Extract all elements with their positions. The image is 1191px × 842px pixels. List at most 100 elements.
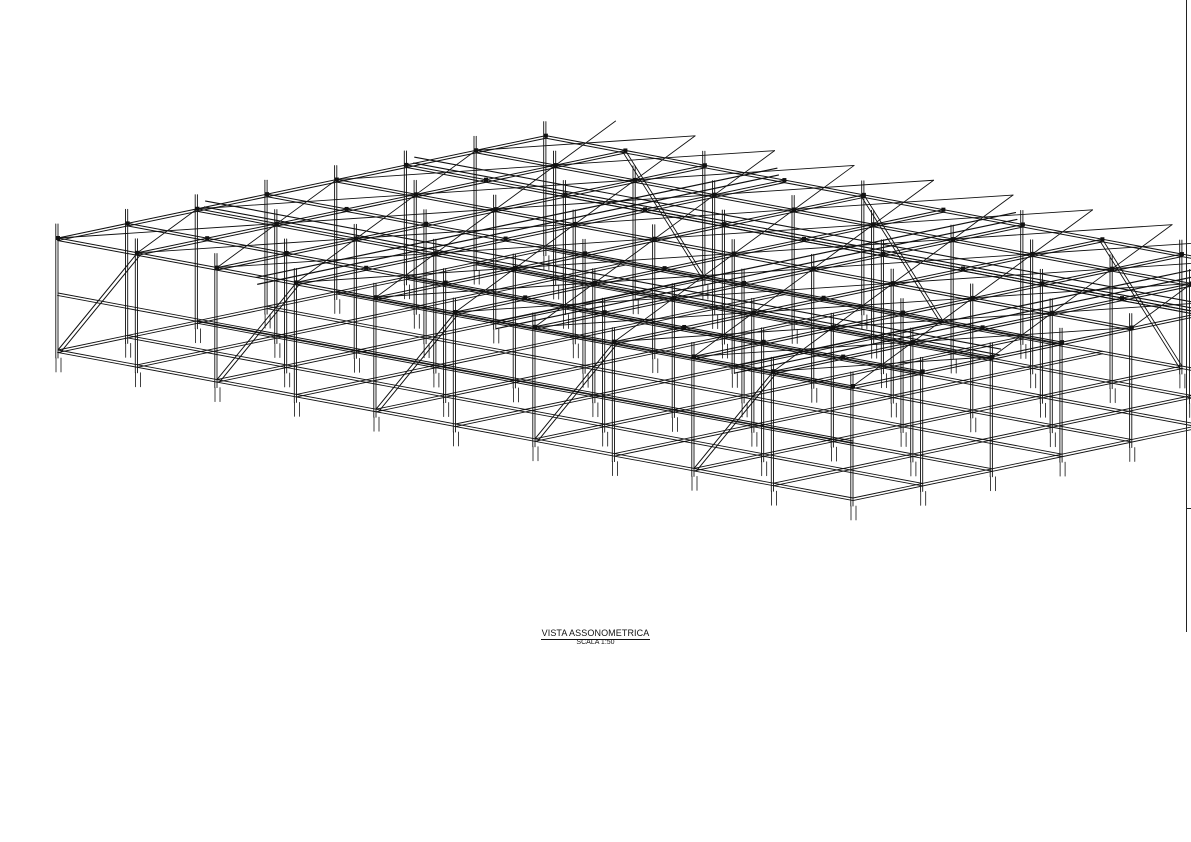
frame-member [216,281,297,381]
joint-plate [732,251,737,256]
frame-member [734,276,1191,374]
frame-member [714,150,776,196]
joint-plate [374,295,378,300]
frame-member [57,295,853,444]
joint-plate [841,354,846,359]
joint-plate [354,236,359,241]
joint-plate [970,295,975,300]
joint-plate [861,192,866,197]
frame-member [494,211,1017,323]
frame-member [376,308,865,413]
joint-plate [414,192,419,197]
joint-plate [344,206,349,211]
frame-member [57,352,853,501]
frame-member [217,167,706,271]
frame-member [1111,263,1191,270]
joint-plate [1179,252,1184,257]
joint-plate [811,266,816,271]
joint-plate [602,310,607,315]
frame-member [773,397,1191,487]
frame-member [378,313,459,412]
frame-member [57,239,854,389]
joint-plate [990,354,995,359]
joint-plate [195,206,200,211]
joint-plate [274,221,279,226]
joint-plate [851,384,855,388]
frame-member [57,292,854,442]
joint-plate [433,251,438,256]
joint-plate [633,177,638,182]
joint-plate [215,265,219,270]
frame-member [376,196,865,301]
joint-plate [821,295,826,300]
frame-member [137,262,626,366]
joint-plate [1120,296,1124,301]
joint-plate [443,280,448,285]
frame-member [296,237,357,283]
joint-plate [484,177,488,182]
frame-member [873,179,935,225]
sheet-border-right [1186,0,1187,632]
frame-member [693,253,1183,357]
frame-member [614,297,675,343]
frame-member [217,279,706,383]
joint-plate [523,295,528,300]
frame-member [296,182,786,286]
frame-member [614,353,1104,457]
joint-plate [692,354,696,359]
joint-plate [722,222,727,227]
frame-member [60,254,141,353]
frame-member [793,164,855,210]
frame-member [455,267,516,313]
joint-plate [135,250,140,255]
joint-plate [592,280,597,285]
frame-member [137,208,198,254]
joint-plate [612,339,617,344]
frame-member [694,256,1183,360]
frame-member [534,341,615,440]
frame-member [57,252,138,351]
joint-plate [951,237,956,242]
joint-plate [742,280,747,285]
frame-member [773,326,834,372]
frame-member [860,196,942,324]
frame-member [257,174,779,285]
joint-plate [643,207,647,212]
joint-plate [265,192,270,197]
frame-member [624,150,706,278]
joint-plate [513,265,518,270]
frame-member [413,162,1191,309]
frame-member [534,336,1024,440]
joint-plate [424,221,429,226]
frame-member [614,241,1104,345]
joint-plate [1040,281,1045,286]
joint-plate [553,163,558,168]
joint-plate [453,310,458,314]
frame-member [696,372,777,472]
joint-plate [682,324,687,329]
joint-plate [533,324,537,329]
frame-member [57,135,547,239]
frame-member [534,223,1024,328]
joint-plate [364,265,369,270]
joint-plate [871,222,876,227]
frame-member [535,226,1024,330]
frame-member [693,365,1183,469]
frame-member [414,156,1191,303]
joint-plate [404,162,409,167]
sheet-border-tick [1186,508,1191,509]
joint-plate [1110,266,1115,271]
joint-plate [1020,222,1025,227]
joint-plate [503,236,508,241]
frame-member [1101,238,1183,367]
frame-member [455,323,945,427]
frame-member [1111,224,1173,270]
frame-member [732,269,1191,367]
joint-plate [881,251,886,256]
frame-member [863,194,944,323]
frame-member [58,137,547,241]
frame-member [545,190,1191,312]
joint-plate [980,325,985,330]
